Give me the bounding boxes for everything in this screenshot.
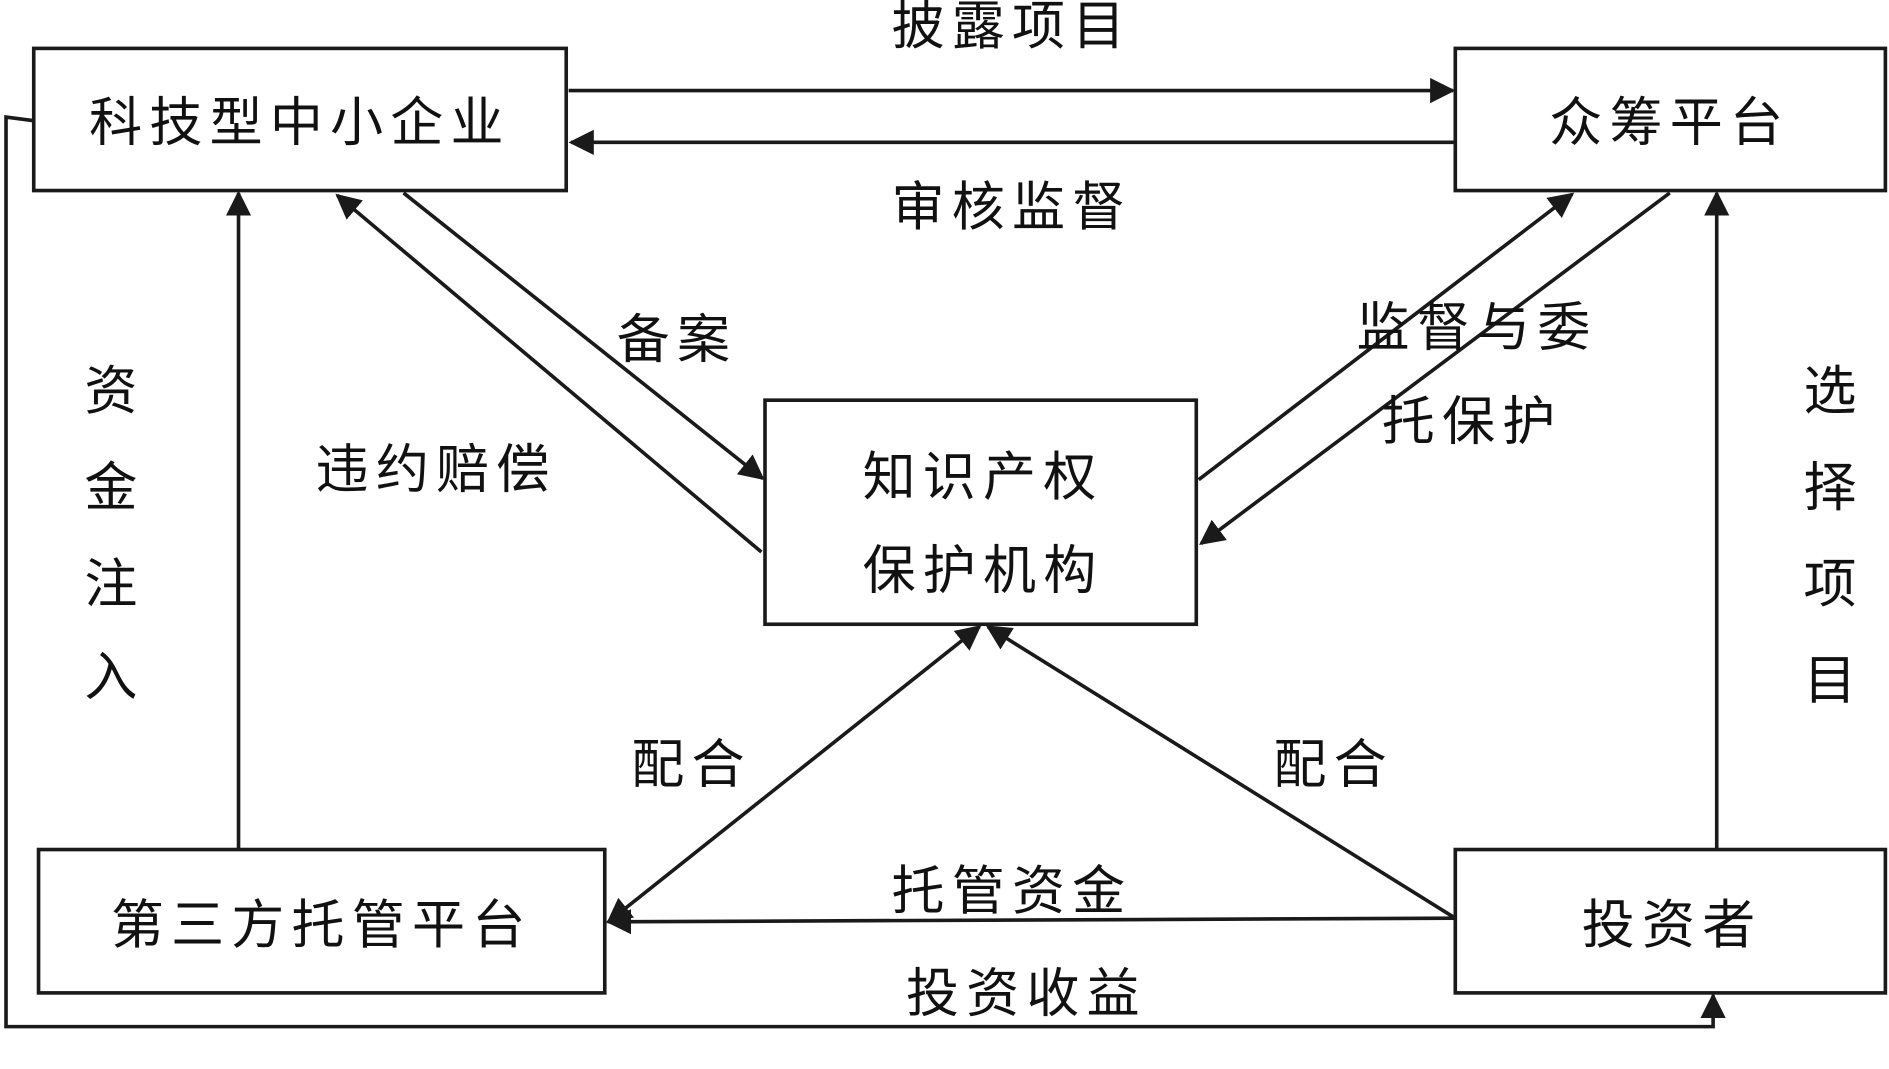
label-funds-in: 入 — [84, 647, 144, 708]
arrow-protect — [1199, 191, 1671, 546]
label-funds-in: 注 — [84, 554, 144, 615]
arrow-cooperate-left — [606, 625, 982, 924]
label-filing: 备案 — [617, 309, 737, 370]
node-ip-label-1: 知识产权 — [863, 447, 1104, 508]
label-returns: 投资收益 — [906, 964, 1147, 1025]
arrow-filing — [402, 191, 765, 481]
arrow-compensation — [335, 193, 763, 554]
label-select: 择 — [1803, 458, 1863, 519]
label-supervise-1: 监督与委 — [1357, 297, 1598, 358]
arrow-returns — [4, 115, 1726, 1029]
label-cooperate-left: 配合 — [631, 735, 751, 796]
label-select: 项 — [1803, 554, 1863, 615]
label-custody: 托管资金 — [892, 861, 1133, 922]
label-select: 选 — [1803, 361, 1863, 422]
node-investor-label: 投资者 — [1582, 895, 1763, 956]
label-compensation: 违约赔偿 — [316, 440, 557, 501]
node-sme-label: 科技型中小企业 — [89, 93, 511, 154]
label-select: 目 — [1803, 650, 1863, 711]
node-sme: 科技型中小企业 — [31, 46, 569, 193]
label-supervise-2: 托保护 — [1382, 391, 1563, 452]
node-ip-label-2: 保护机构 — [863, 541, 1104, 602]
node-escrow-label: 第三方托管平台 — [111, 895, 533, 956]
arrow-supervise — [1197, 192, 1575, 482]
node-escrow: 第三方托管平台 — [36, 847, 607, 995]
label-cooperate-right: 配合 — [1273, 735, 1393, 796]
arrow-cooperate-right — [985, 625, 1457, 920]
label-review: 审核监督 — [892, 177, 1133, 238]
node-ip-protection: 知识产权 保护机构 — [763, 398, 1199, 627]
label-funds-in: 金 — [84, 458, 144, 519]
node-crowdfunding-label: 众筹平台 — [1549, 93, 1790, 154]
node-crowdfunding: 众筹平台 — [1453, 46, 1888, 193]
label-funds-in: 资 — [84, 361, 144, 422]
label-disclose: 披露项目 — [892, 0, 1133, 57]
node-investor: 投资者 — [1453, 847, 1888, 995]
